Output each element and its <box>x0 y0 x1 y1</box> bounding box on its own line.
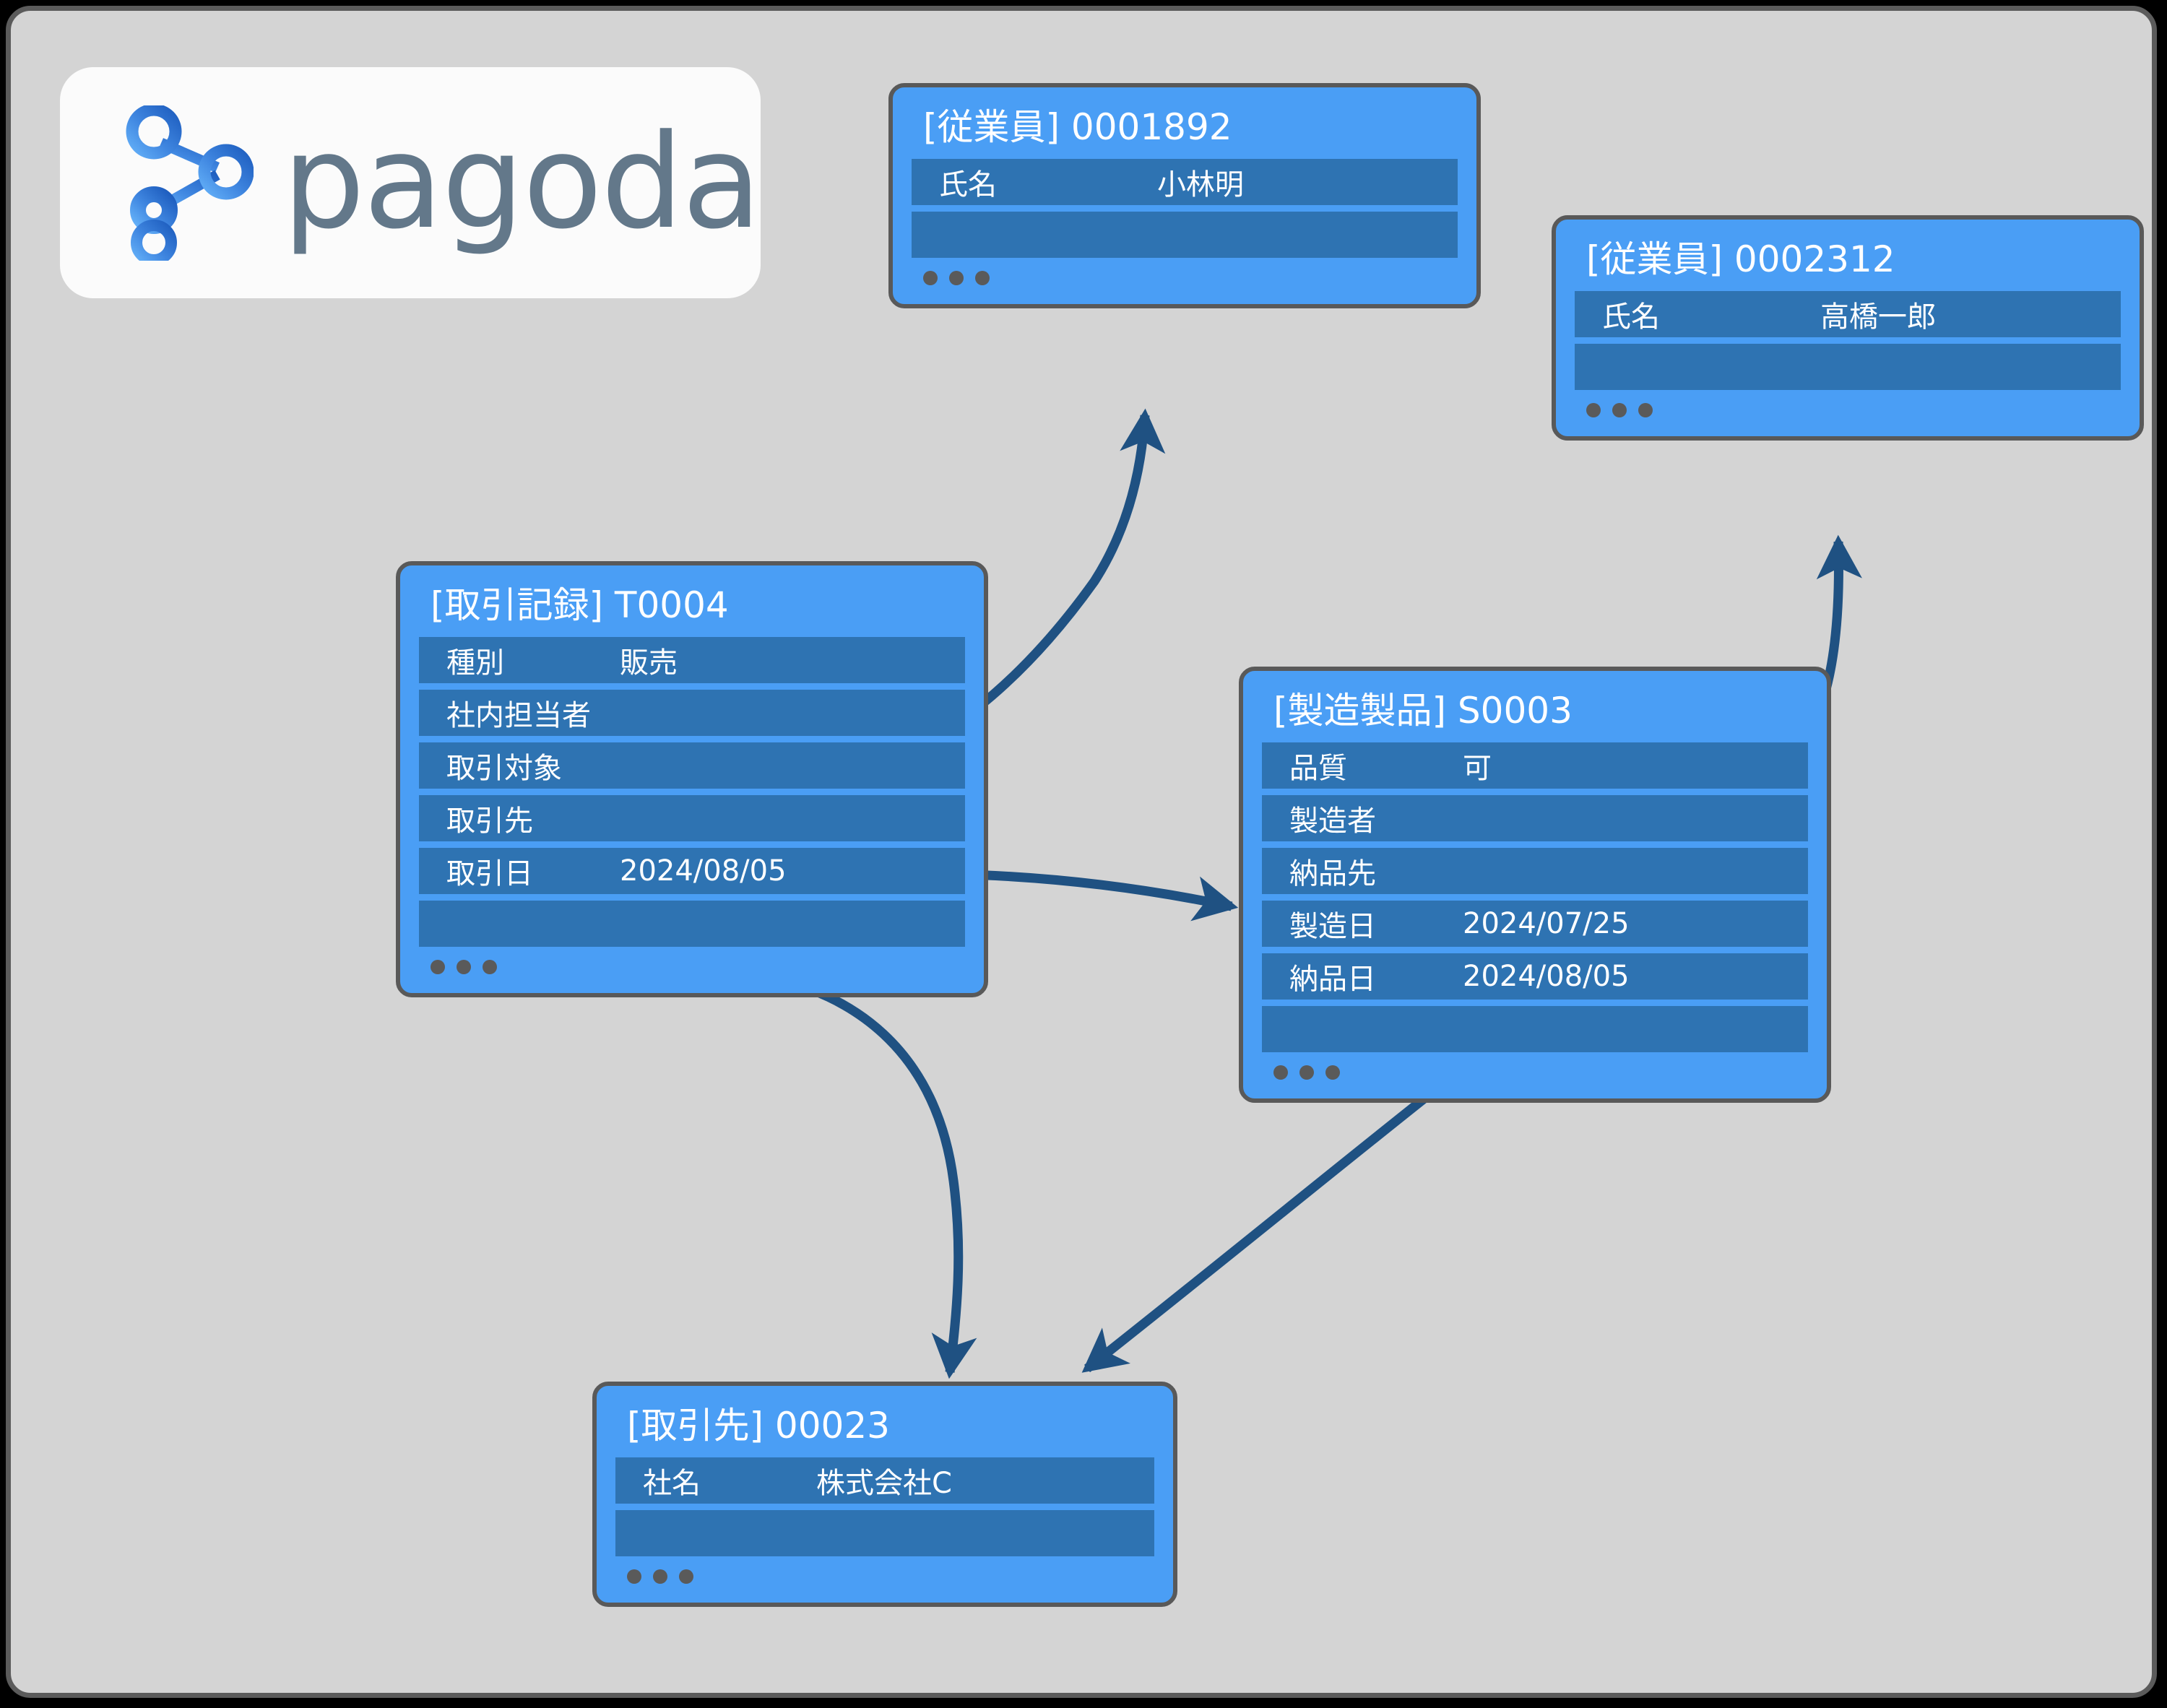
row-key: 品質 <box>1289 752 1347 785</box>
node-rows: 品質 可 製造者 納品先 製造日 2024/07/25 納品日 2024/08/… <box>1262 742 1808 1052</box>
more-rows-icon[interactable] <box>419 960 965 974</box>
table-row[interactable] <box>615 1510 1154 1556</box>
brand-logo-chip: pagoda <box>60 67 762 298</box>
table-row[interactable]: 取引先 <box>419 795 965 841</box>
node-title: [取引記録] T0004 <box>431 584 729 626</box>
node-rows: 社名 株式会社C <box>615 1457 1154 1556</box>
table-row[interactable]: 氏名 高橋一郎 <box>1575 291 2121 337</box>
row-value: 高橋一郎 <box>1820 300 1936 334</box>
row-key: 納品先 <box>1289 857 1376 890</box>
table-row[interactable]: 社名 株式会社C <box>615 1457 1154 1504</box>
row-key: 取引対象 <box>446 752 562 785</box>
node-title: [取引先] 00023 <box>627 1405 890 1447</box>
more-rows-icon[interactable] <box>912 271 1458 285</box>
table-row[interactable]: 種別 販売 <box>419 637 965 683</box>
row-value: 販売 <box>620 646 678 680</box>
more-rows-icon[interactable] <box>1262 1065 1808 1080</box>
table-row[interactable] <box>912 212 1458 258</box>
node-card-emp-2312[interactable]: [従業員] 0002312 氏名 高橋一郎 <box>1552 215 2144 441</box>
table-row[interactable]: 氏名 小林明 <box>912 159 1458 205</box>
row-key: 製造者 <box>1289 805 1376 838</box>
row-key: 氏名 <box>939 168 997 201</box>
row-value: 2024/08/05 <box>620 854 787 888</box>
more-rows-icon[interactable] <box>1575 403 2121 417</box>
row-value: 株式会社C <box>816 1467 952 1500</box>
graph-network-icon <box>126 105 254 261</box>
row-key: 納品日 <box>1289 963 1376 996</box>
node-card-txn-t0004[interactable]: [取引記録] T0004 種別 販売 社内担当者 取引対象 取引先 取引日 20… <box>396 561 988 997</box>
table-row[interactable] <box>419 901 965 947</box>
table-row[interactable]: 製造日 2024/07/25 <box>1262 901 1808 947</box>
node-title: [従業員] 0001892 <box>923 106 1232 148</box>
table-row[interactable] <box>1262 1006 1808 1052</box>
row-key: 種別 <box>446 646 504 680</box>
graph-canvas: pagoda [従業員] 000 <box>6 6 2157 1698</box>
table-row[interactable]: 社内担当者 <box>419 690 965 736</box>
node-card-prod-s0003[interactable]: [製造製品] S0003 品質 可 製造者 納品先 製造日 2024/07/25… <box>1239 667 1831 1103</box>
row-value: 可 <box>1463 752 1492 785</box>
brand-wordmark: pagoda <box>282 106 762 258</box>
node-rows: 氏名 高橋一郎 <box>1575 291 2121 390</box>
row-value: 2024/08/05 <box>1463 960 1630 993</box>
row-key: 社名 <box>643 1467 701 1500</box>
table-row[interactable]: 納品日 2024/08/05 <box>1262 953 1808 1000</box>
row-key: 製造日 <box>1289 910 1376 943</box>
node-rows: 氏名 小林明 <box>912 159 1458 258</box>
table-row[interactable]: 納品先 <box>1262 848 1808 894</box>
table-row[interactable] <box>1575 344 2121 390</box>
node-card-emp-1892[interactable]: [従業員] 0001892 氏名 小林明 <box>888 83 1481 308</box>
table-row[interactable]: 取引対象 <box>419 742 965 789</box>
more-rows-icon[interactable] <box>615 1569 1154 1584</box>
row-value: 2024/07/25 <box>1463 907 1630 940</box>
node-title: [製造製品] S0003 <box>1273 690 1573 732</box>
table-row[interactable]: 品質 可 <box>1262 742 1808 789</box>
edge-torihikisaki-to-cust <box>722 965 977 1379</box>
row-key: 取引日 <box>446 857 533 890</box>
table-row[interactable]: 取引日 2024/08/05 <box>419 848 965 894</box>
row-key: 社内担当者 <box>446 699 591 732</box>
node-card-cust-00023[interactable]: [取引先] 00023 社名 株式会社C <box>592 1382 1177 1607</box>
row-key: 取引先 <box>446 805 533 838</box>
table-row[interactable]: 製造者 <box>1262 795 1808 841</box>
row-value: 小林明 <box>1157 168 1244 201</box>
node-rows: 種別 販売 社内担当者 取引対象 取引先 取引日 2024/08/05 <box>419 637 965 947</box>
row-key: 氏名 <box>1602 300 1660 334</box>
node-title: [従業員] 0002312 <box>1586 238 1895 280</box>
